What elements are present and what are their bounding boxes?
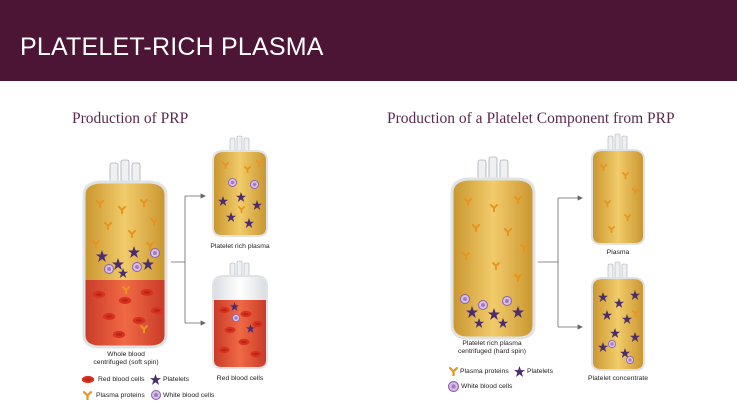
legend-platelets-label: Platelets — [163, 376, 190, 383]
legend-proteins-label: Plasma proteins — [460, 368, 509, 375]
whole-blood-label-line2: centrifuged (soft spin) — [93, 359, 159, 366]
legend-wbc-icon — [448, 381, 459, 392]
platelet-rich-plasma-bag — [212, 135, 268, 237]
prp-hard-spin-label: Platelet rich plasma centrifuged (hard s… — [447, 340, 537, 356]
plasma-bag — [591, 133, 645, 245]
rbc-bag-label: Red blood cells — [216, 375, 264, 382]
legend-protein-icon — [83, 391, 92, 400]
legend-platelet-icon — [150, 374, 161, 385]
legend-rbc-icon — [81, 375, 95, 384]
prp-hard-spin-label-line1: Platelet rich plasma — [462, 340, 522, 347]
legend-wbc-label: White blood cells — [461, 383, 513, 390]
legend-platelets-label: Platelets — [527, 368, 554, 375]
slide-title: PLATELET-RICH PLASMA — [20, 33, 324, 61]
legend-rbc-label: Red blood cells — [98, 376, 145, 383]
bag-ports — [109, 159, 141, 186]
legend-wbc-label: White blood cells — [163, 392, 215, 399]
platelet-concentrate-label: Platelet concentrate — [587, 375, 649, 382]
prp-bag-label: Platelet rich plasma — [210, 243, 270, 250]
whole-blood-label: Whole blood centrifuged (soft spin) — [86, 351, 166, 367]
whole-blood-label-line1: Whole blood — [107, 351, 145, 358]
legend-protein-icon — [449, 367, 458, 376]
right-panel-title: Production of a Platelet Component from … — [387, 110, 675, 127]
left-panel-title: Production of PRP — [72, 110, 189, 127]
red-blood-cells-bag — [212, 260, 268, 369]
right-split-arrows — [538, 195, 583, 330]
left-split-arrows — [171, 193, 206, 326]
plasma-bag-label: Plasma — [606, 249, 630, 256]
platelet-concentrate-bag — [591, 261, 645, 371]
prp-hard-spin-label-line2: centrifuged (hard spin) — [457, 348, 526, 355]
legend-proteins-label: Plasma proteins — [96, 392, 145, 399]
legend-wbc-icon — [151, 390, 161, 400]
title-bar: PLATELET-RICH PLASMA — [0, 0, 737, 81]
legend-platelet-icon — [514, 366, 525, 377]
prp-bag-hard-spin — [450, 156, 536, 340]
